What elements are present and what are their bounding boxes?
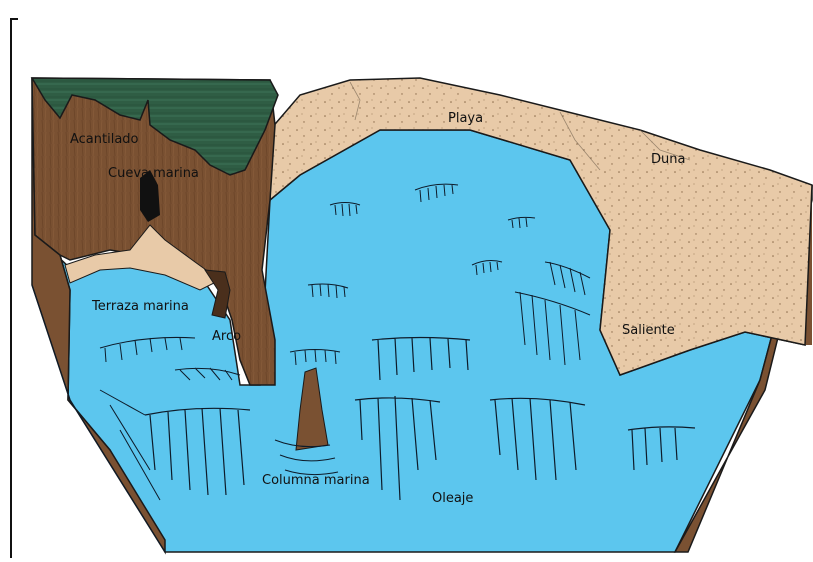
label-arco: Arco xyxy=(212,329,241,344)
label-duna: Duna xyxy=(651,152,685,167)
label-saliente: Saliente xyxy=(622,323,675,338)
label-columna-marina: Columna marina xyxy=(262,473,370,488)
label-cueva-marina: Cueva marina xyxy=(108,166,199,181)
label-playa: Playa xyxy=(448,111,483,126)
label-acantilado: Acantilado xyxy=(70,132,139,147)
label-terraza-marina: Terraza marina xyxy=(91,299,189,314)
label-oleaje: Oleaje xyxy=(432,491,473,506)
